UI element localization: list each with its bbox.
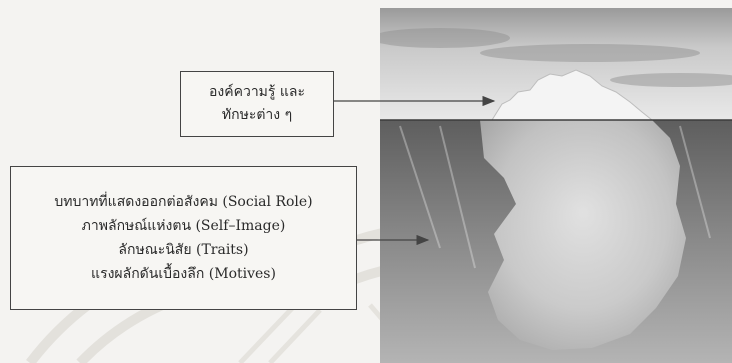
label-line: ทักษะต่าง ๆ [222,104,292,127]
label-line: องค์ความรู้ และ [209,81,305,104]
visible-competencies-label: องค์ความรู้ และ ทักษะต่าง ๆ [180,71,334,137]
hidden-competencies-label: บทบาทที่แสดงออกต่อสังคม (Social Role) ภา… [10,166,357,310]
label-line: บทบาทที่แสดงออกต่อสังคม (Social Role) [54,190,312,214]
label-line: แรงผลักดันเบื้องลึก (Motives) [91,262,276,286]
label-line: ลักษณะนิสัย (Traits) [118,238,248,262]
label-line: ภาพลักษณ์แห่งตน (Self–Image) [82,214,286,238]
